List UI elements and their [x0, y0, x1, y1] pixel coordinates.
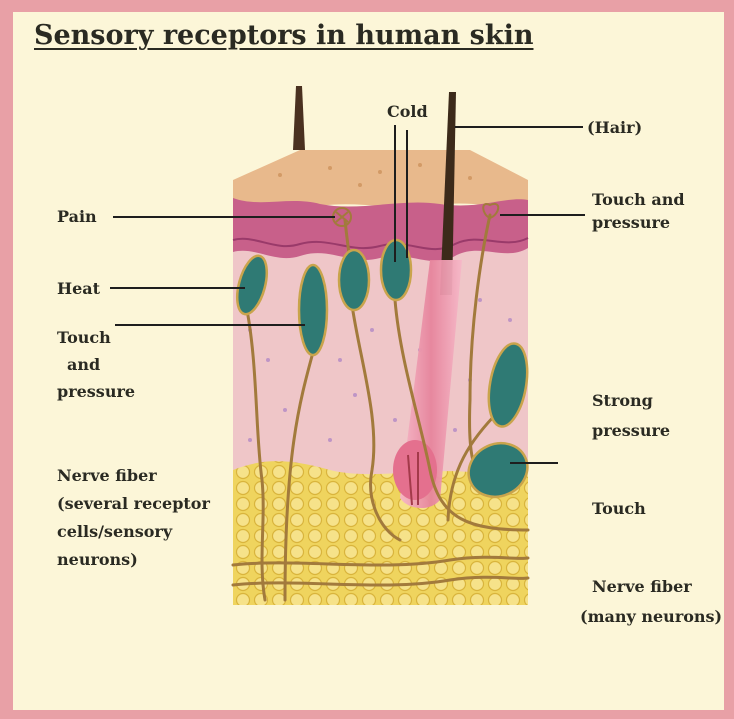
label-line: pressure — [592, 416, 670, 446]
epidermis-surface — [233, 150, 528, 207]
label-line: (several receptor — [57, 490, 210, 518]
label-touch: Touch — [592, 497, 646, 520]
label-line: Strong — [592, 386, 670, 416]
receptor-cold-left — [339, 250, 369, 310]
label-nerve-fiber-right: Nerve fiber (many neurons) — [580, 572, 722, 632]
label-line: (many neurons) — [580, 602, 722, 632]
label-line: pressure — [592, 211, 685, 234]
label-line: Nerve fiber — [57, 462, 210, 490]
receptor-touch-pressure-left — [299, 265, 327, 355]
label-touch-and-pressure-right: Touch and pressure — [592, 188, 685, 234]
label-line: Touch — [57, 324, 135, 351]
label-pain: Pain — [57, 205, 97, 228]
label-line: pressure — [57, 378, 135, 405]
label-line: neurons) — [57, 546, 210, 574]
label-touch-and-pressure-left: Touch and pressure — [57, 324, 135, 405]
label-line: Touch and — [592, 188, 685, 211]
label-line: and — [57, 351, 135, 378]
label-nerve-fiber-left: Nerve fiber (several receptor cells/sens… — [57, 462, 210, 574]
label-line: Nerve fiber — [580, 572, 722, 602]
label-strong-pressure: Strong pressure — [592, 386, 670, 446]
label-line: cells/sensory — [57, 518, 210, 546]
label-heat: Heat — [57, 277, 100, 300]
left-hair — [293, 86, 305, 150]
label-cold: Cold — [387, 100, 428, 123]
label-hair: (Hair) — [587, 116, 642, 139]
